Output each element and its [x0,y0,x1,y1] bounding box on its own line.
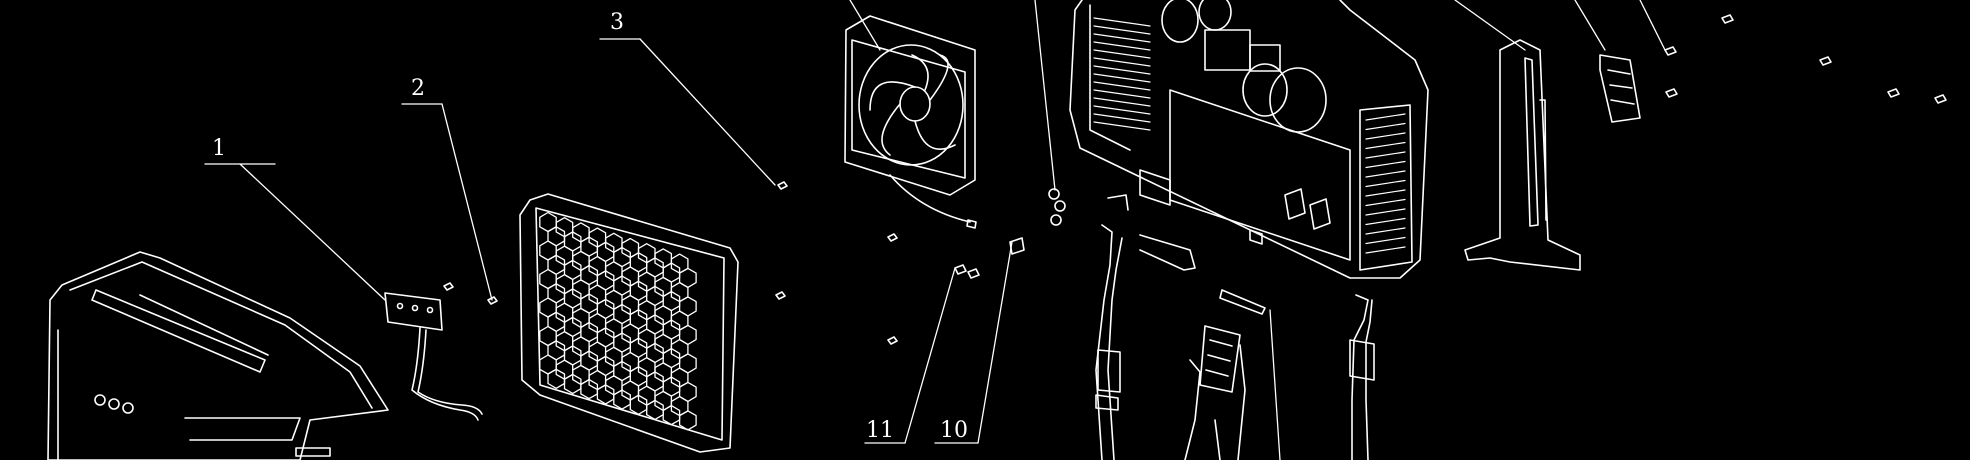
vent-slot-right [1365,246,1406,254]
hex-cell [678,410,697,431]
torch-cable [1095,224,1123,460]
connector-plug [1184,325,1246,460]
honeycomb-cells [539,211,697,431]
vent-slot-right [1365,113,1406,121]
hex-cell [580,378,599,400]
vent-slot-left [1093,49,1151,59]
terminal-parts [954,188,1266,315]
indicator-light-3 [122,402,134,414]
vent-slot-right [1365,141,1406,150]
indicator-light-1 [94,394,106,406]
vent-slot-left [1093,89,1151,99]
vent-slot-right [1365,160,1406,169]
vent-slot-left [1093,113,1151,123]
hex-cell [662,404,681,426]
hex-cell [547,368,566,389]
honeycomb-grille [519,193,739,453]
vent-slot-right [1365,208,1406,216]
screws-group-b [1664,14,1947,104]
vent-slot-right [1365,122,1406,131]
vent-slot-right [1365,227,1406,235]
hex-cell [613,389,631,410]
vent-slot-left [1093,41,1151,51]
vent-slot-right [1365,189,1406,197]
vent-slot-right [1365,217,1406,226]
vent-slot-left [1093,25,1151,35]
display-board [384,292,483,421]
callout-2: 2 [411,76,425,101]
hex-cell [646,399,664,421]
vent-slot-left [1093,73,1151,83]
vent-slot-right [1365,132,1406,140]
indicator-light-2 [108,398,120,410]
callout-11: 11 [866,418,894,443]
hex-cell [596,384,615,405]
vent-slot-right [1365,170,1406,178]
vent-slot-right [1365,151,1406,159]
vent-slot-right [1365,236,1406,245]
main-chassis [1069,0,1429,279]
vent-slot-left [1093,81,1151,91]
vent-slot-left [1093,17,1151,27]
side-clip [1599,54,1641,123]
cooling-fan [844,15,977,229]
vent-slot-right [1365,179,1406,188]
vent-slot-left [1093,65,1151,75]
chassis-vents [1093,17,1406,254]
ground-cable [1349,294,1375,460]
hex-cell [629,394,648,415]
vent-slot-left [1093,33,1151,43]
vent-slot-left [1093,105,1151,115]
callout-10: 10 [940,418,968,443]
hex-cell [563,373,582,395]
vent-slot-left [1093,97,1151,107]
vent-slot-right [1365,198,1406,207]
callout-leaders [204,0,1666,460]
front-housing [47,251,389,460]
vent-slot-left [1093,121,1151,131]
side-bracket [1464,39,1581,271]
callout-3: 3 [610,10,624,35]
callout-1: 1 [212,136,226,161]
vent-slot-left [1093,57,1151,67]
